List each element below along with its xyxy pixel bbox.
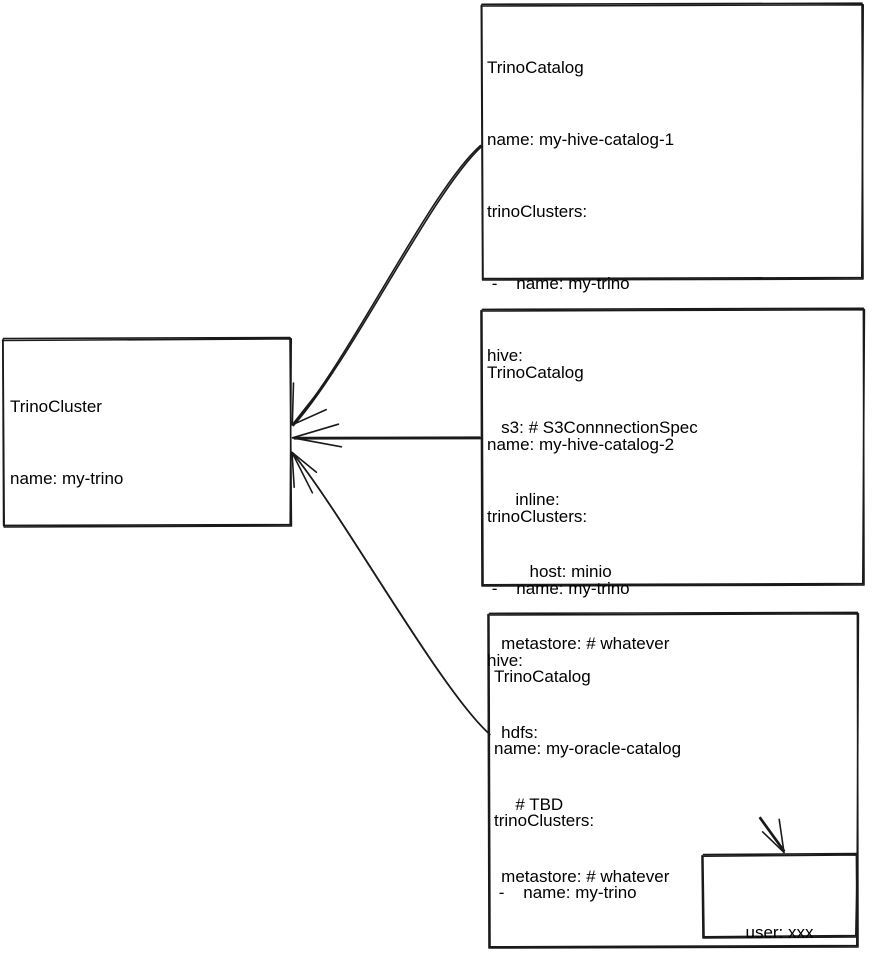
- catalog-hive-1-line-0: TrinoCatalog: [487, 58, 584, 77]
- catalog-hive-1-line-7: host: minio: [487, 562, 612, 581]
- catalog-hive-2-line-0: TrinoCatalog: [487, 363, 584, 382]
- trino-cluster-text: TrinoCluster name: my-trino: [10, 347, 123, 539]
- catalog-hive-2-line-6: # TBD: [487, 795, 564, 814]
- catalog-hive-1-line-1: name: my-hive-catalog-1: [487, 130, 675, 149]
- catalog-hive-2-line-5: hdfs:: [487, 723, 539, 742]
- edge-oracle-to-cluster-arrowhead: [291, 451, 318, 494]
- catalog-oracle-line-1: name: my-oracle-catalog: [494, 739, 682, 758]
- secret-line-0: user: xxx: [745, 923, 814, 942]
- catalog-hive-2-line-1: name: my-hive-catalog-2: [487, 435, 675, 454]
- trino-catalog-oracle-node[interactable]: TrinoCatalog name: my-oracle-catalog tri…: [488, 612, 858, 948]
- catalog-hive-1-line-6: inline:: [487, 490, 560, 509]
- catalog-hive-1-line-3: - name: my-trino: [487, 274, 630, 293]
- trino-catalog-oracle-text: TrinoCatalog name: my-oracle-catalog tri…: [494, 617, 786, 954]
- edge-hive-1-to-cluster-line: [291, 144, 483, 427]
- catalog-hive-1-line-4: hive:: [487, 346, 523, 365]
- oracle-credentials-secret-text: user: xxx password: xxx: [702, 868, 857, 954]
- trino-cluster-line-1: name: my-trino: [10, 469, 124, 488]
- catalog-hive-2-line-7: metastore: # whatever: [487, 867, 670, 886]
- edge-oracle-to-cluster-line: [291, 451, 491, 736]
- catalog-hive-2-line-2: trinoClusters:: [487, 507, 588, 526]
- oracle-credentials-secret-node[interactable]: user: xxx password: xxx: [702, 853, 857, 942]
- trino-cluster-line-0: TrinoCluster: [10, 397, 102, 416]
- trino-catalog-hive-1-node[interactable]: TrinoCatalog name: my-hive-catalog-1 tri…: [481, 3, 863, 653]
- catalog-hive-1-line-2: trinoClusters:: [487, 202, 588, 221]
- trino-catalog-hive-2-node[interactable]: TrinoCatalog name: my-hive-catalog-2 tri…: [481, 308, 864, 886]
- trino-catalog-hive-1-text: TrinoCatalog name: my-hive-catalog-1 tri…: [487, 8, 698, 704]
- edge-hive-2-to-cluster-arrowhead: [291, 423, 343, 448]
- catalog-hive-2-line-4: hive:: [487, 651, 523, 670]
- catalog-hive-1-line-5: s3: # S3ConnnectionSpec: [487, 418, 698, 437]
- edge-hive-2-to-cluster-line: [293, 436, 482, 440]
- catalog-hive-2-line-3: - name: my-trino: [487, 579, 630, 598]
- trino-catalog-hive-2-text: TrinoCatalog name: my-hive-catalog-2 tri…: [487, 313, 674, 937]
- catalog-oracle-line-0: TrinoCatalog: [494, 667, 591, 686]
- edge-hive-1-to-cluster-arrowhead: [291, 382, 327, 426]
- catalog-oracle-line-3: - name: my-trino: [494, 883, 637, 902]
- trino-cluster-node[interactable]: TrinoCluster name: my-trino: [2, 337, 292, 527]
- catalog-hive-1-line-8: metastore: # whatever: [487, 634, 670, 653]
- catalog-oracle-line-2: trinoClusters:: [494, 811, 595, 830]
